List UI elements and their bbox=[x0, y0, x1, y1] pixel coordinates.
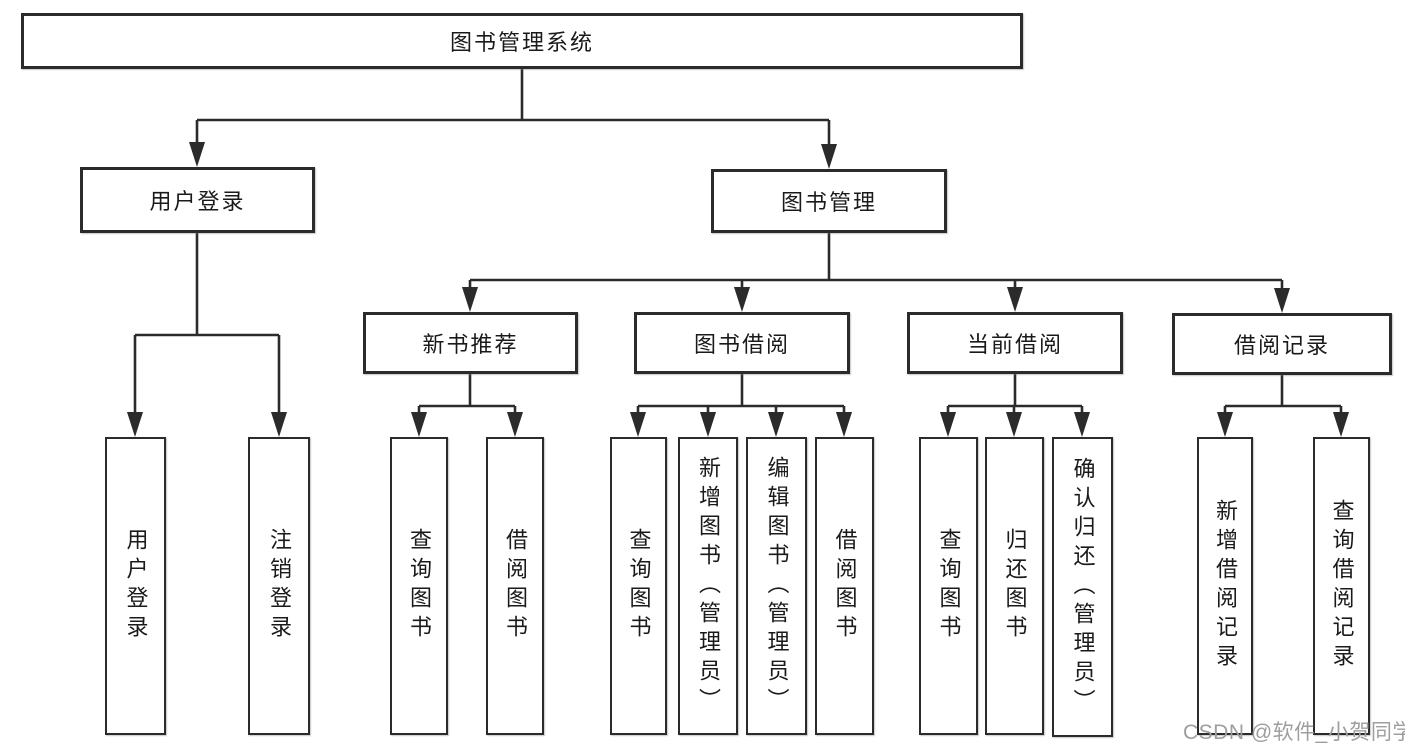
leaf-br-add-record: 新增借阅记录 bbox=[1197, 437, 1253, 735]
node-user-login: 用户登录 bbox=[80, 167, 315, 233]
node-book-management: 图书管理 bbox=[711, 169, 947, 233]
leaf-rec-query-book: 查询图书 bbox=[390, 437, 448, 735]
node-current-borrow: 当前借阅 bbox=[907, 312, 1123, 374]
leaf-bb-add-book-admin: 新增图书（管理员） bbox=[678, 437, 738, 735]
leaf-cb-return-book: 归还图书 bbox=[985, 437, 1044, 735]
node-book-borrow: 图书借阅 bbox=[634, 312, 850, 374]
node-new-book-recommend: 新书推荐 bbox=[363, 312, 578, 374]
connector-group-login bbox=[127, 233, 287, 437]
leaf-logout: 注销登录 bbox=[248, 437, 310, 735]
node-root: 图书管理系统 bbox=[21, 13, 1023, 69]
connector-group-cb bbox=[940, 374, 1090, 437]
connector-group-bb bbox=[630, 374, 852, 437]
leaf-bb-query-book: 查询图书 bbox=[610, 437, 667, 735]
node-borrow-records: 借阅记录 bbox=[1172, 313, 1392, 375]
connector-group-mgmt bbox=[462, 233, 1290, 313]
leaf-user-login: 用户登录 bbox=[105, 437, 166, 735]
watermark-text: CSDN @软件_小贺同学 bbox=[1183, 721, 1405, 744]
leaf-br-query-record: 查询借阅记录 bbox=[1313, 437, 1370, 735]
leaf-cb-confirm-return-admin: 确认归还（管理员） bbox=[1052, 437, 1113, 737]
leaf-bb-borrow-book: 借阅图书 bbox=[815, 437, 874, 735]
connector-group-root bbox=[189, 69, 837, 169]
connector-group-rec bbox=[411, 374, 523, 437]
leaf-bb-edit-book-admin: 编辑图书（管理员） bbox=[746, 437, 807, 735]
leaf-rec-borrow-book: 借阅图书 bbox=[486, 437, 544, 735]
leaf-cb-query-book: 查询图书 bbox=[919, 437, 978, 735]
connector-group-br bbox=[1217, 375, 1349, 437]
